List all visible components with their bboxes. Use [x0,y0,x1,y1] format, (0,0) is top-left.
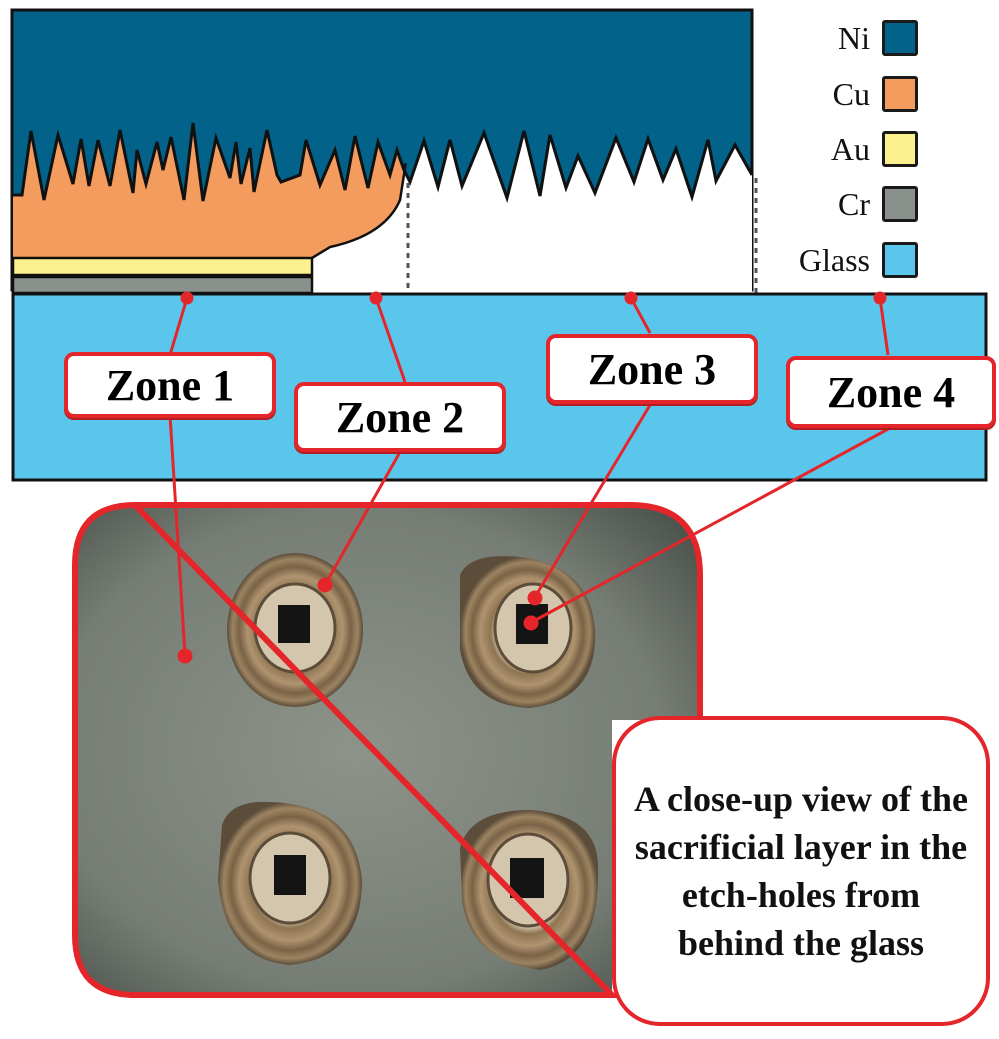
cu-layer-main [13,123,406,258]
cr-layer [11,275,314,295]
legend-label: Ni [838,19,870,56]
legend-item-ni: Ni [838,18,918,58]
zone-2-label: Zone 2 [294,382,506,452]
legend-swatch-cu [882,76,918,112]
zone-3-label: Zone 3 [546,334,758,404]
zone-4-label: Zone 4 [786,356,996,428]
au-layer [11,256,314,277]
legend-label: Au [830,130,870,167]
zone-1-label: Zone 1 [64,352,276,418]
etch-hole-1 [227,553,363,707]
legend-item-au: Au [831,129,918,169]
micrograph-frame [72,501,703,998]
etch-hole-2 [460,556,596,708]
legend-label: Cu [832,75,870,112]
callout-text: A close-up view of the sacrificial layer… [634,779,968,963]
legend-swatch-cr [882,186,918,222]
void-region [312,131,752,292]
zone-leader-lines [168,291,891,664]
legend-item-glass: Glass [799,240,918,280]
legend-swatch-ni [882,20,918,56]
cu-edge [311,163,407,260]
legend-item-cr: Cr [838,184,918,224]
legend-label: Cr [838,185,870,222]
micrograph-image [75,505,700,995]
legend-label: Glass [798,241,870,278]
etch-hole-3 [218,801,362,965]
legend-swatch-glass [882,242,918,278]
legend-swatch-au [882,131,918,167]
callout-box: A close-up view of the sacrificial layer… [612,716,990,1026]
etch-hole-4 [460,810,599,970]
legend-item-cu: Cu [833,74,918,114]
